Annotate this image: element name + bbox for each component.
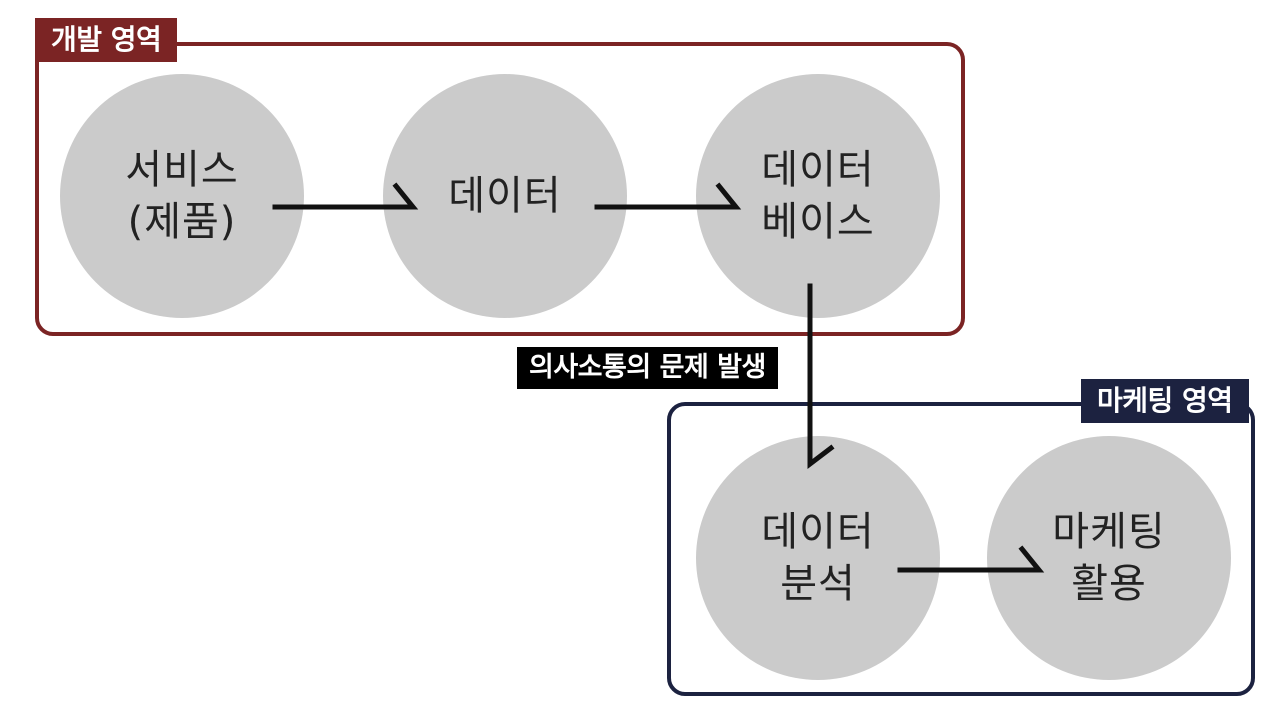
node-data-analysis: 데이터 분석 bbox=[696, 436, 940, 680]
node-service-product: 서비스 (제품) bbox=[60, 74, 304, 318]
node-marketing-use: 마케팅 활용 bbox=[987, 436, 1231, 680]
node-data-analysis-label: 데이터 분석 bbox=[761, 509, 875, 607]
development-region-label: 개발 영역 bbox=[35, 18, 178, 62]
node-marketing-use-label: 마케팅 활용 bbox=[1052, 509, 1166, 607]
communication-issue-label: 의사소통의 문제 발생 bbox=[517, 347, 778, 389]
arrow-analysis-to-marketing bbox=[897, 545, 1045, 573]
node-database-label: 데이터 베이스 bbox=[761, 147, 875, 245]
node-data-label: 데이터 bbox=[448, 173, 562, 219]
arrow-service-to-data bbox=[272, 182, 419, 210]
development-region-frame bbox=[35, 42, 965, 336]
node-data: 데이터 bbox=[383, 74, 627, 318]
marketing-region-label: 마케팅 영역 bbox=[1081, 379, 1249, 423]
arrow-data-to-database bbox=[594, 182, 742, 210]
node-database: 데이터 베이스 bbox=[696, 74, 940, 318]
arrow-database-to-analysis bbox=[807, 283, 835, 470]
node-service-product-label: 서비스 (제품) bbox=[125, 147, 239, 245]
marketing-region-frame bbox=[667, 402, 1255, 696]
